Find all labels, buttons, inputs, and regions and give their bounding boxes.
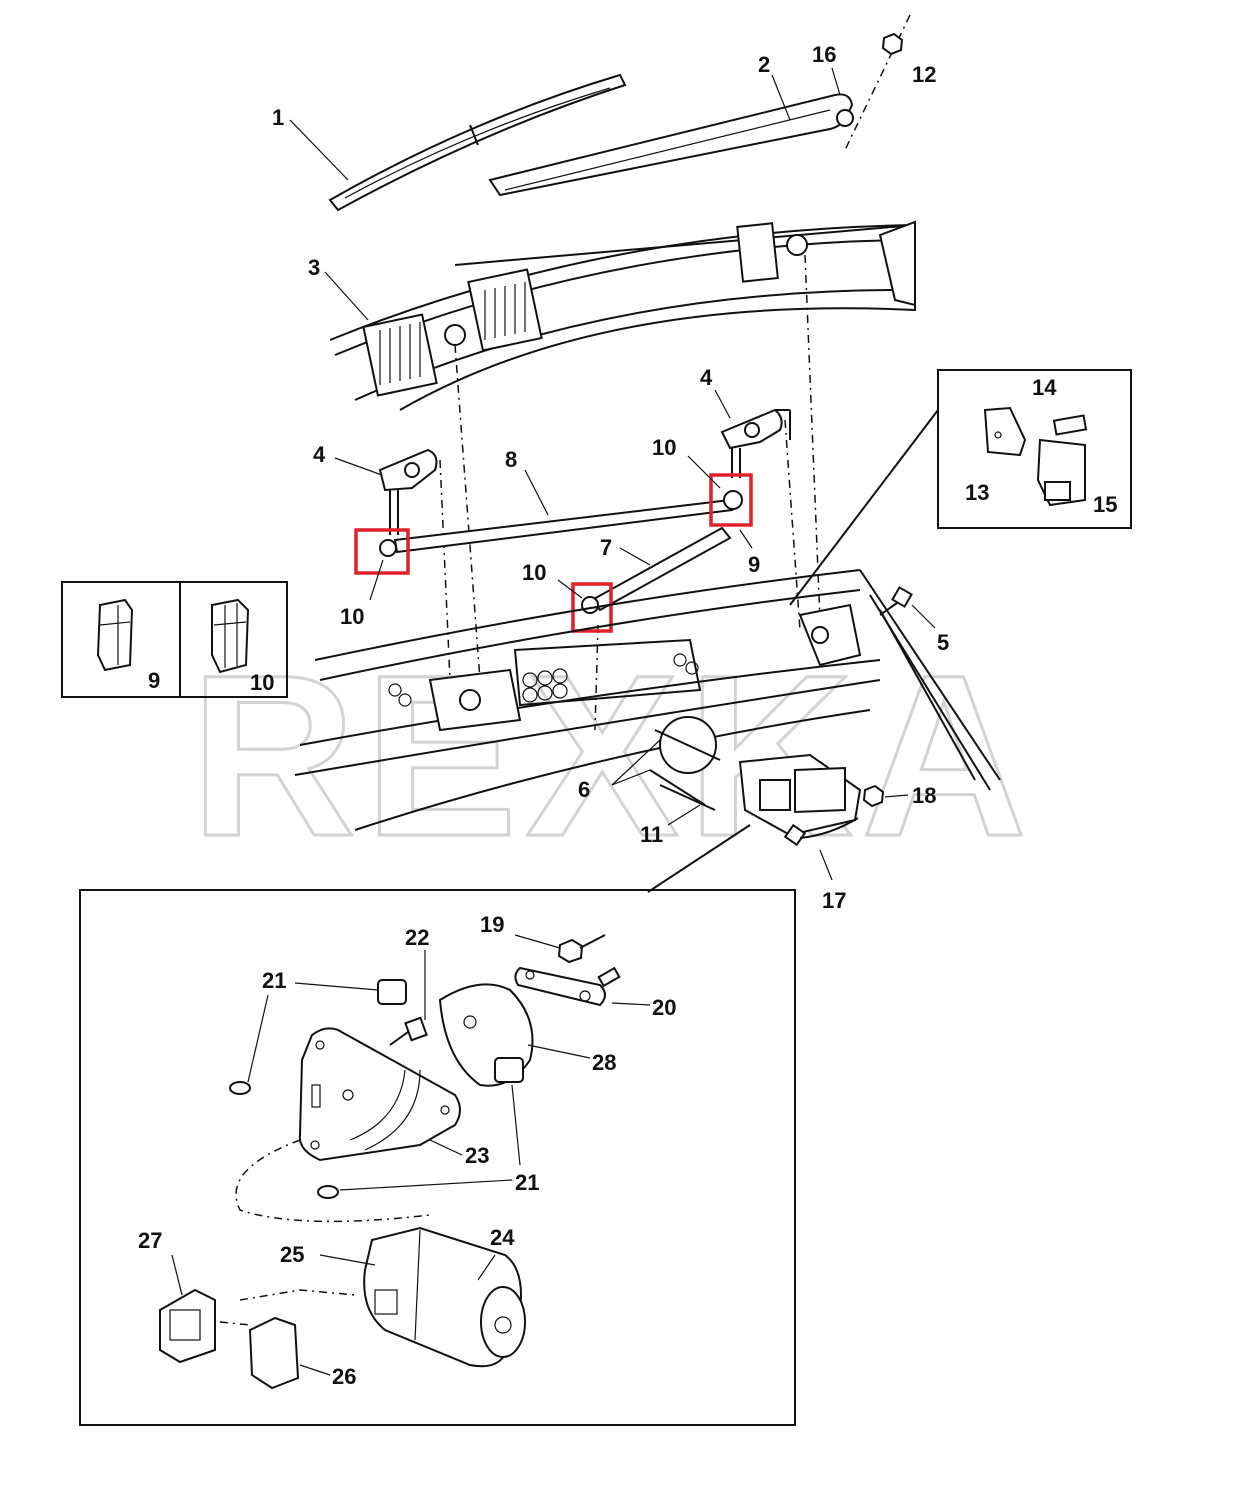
- pivot-right: [720, 408, 791, 478]
- callout-22: 22: [405, 925, 429, 950]
- highlight-box-left: [354, 528, 410, 575]
- callout-12: 12: [912, 62, 936, 87]
- leader-2: [771, 74, 791, 121]
- nut-12: [844, 14, 911, 151]
- motor-detail-box: [79, 824, 796, 1426]
- motor-assembly-mid: [649, 716, 862, 837]
- bushing-left: [379, 539, 397, 557]
- wiper-blade: [328, 73, 627, 212]
- leader-11: [667, 804, 701, 826]
- callout-3: 3: [308, 255, 320, 280]
- watermark-text: REXKA: [190, 627, 1035, 884]
- callout-23: 23: [465, 1143, 489, 1168]
- callout-27: 27: [138, 1228, 162, 1253]
- bushing-right: [723, 490, 743, 510]
- callout-21-bottom: 21: [515, 1170, 539, 1195]
- leader-1: [289, 119, 349, 181]
- nut-18: [862, 784, 885, 808]
- highlight-box-right: [709, 473, 753, 527]
- leader-4a: [334, 457, 383, 476]
- leader-16: [831, 67, 841, 96]
- callout-18: 18: [912, 783, 936, 808]
- highlight-box-center: [571, 582, 613, 633]
- callout-6: 6: [578, 777, 590, 802]
- leader-10c: [369, 559, 384, 601]
- leader-8: [524, 469, 549, 516]
- inset-bushings: [61, 581, 288, 698]
- link-rod-8: [393, 498, 734, 554]
- body-structure: [294, 569, 1001, 831]
- leader-6a: [611, 739, 661, 786]
- callout-16: 16: [812, 42, 836, 67]
- callout-8: 8: [505, 447, 517, 472]
- callout-11: 11: [640, 822, 663, 847]
- bolt-17: [783, 817, 859, 847]
- leader-17: [819, 849, 833, 881]
- leader-10b: [557, 579, 583, 599]
- callout-10-right: 10: [652, 435, 676, 460]
- callout-20: 20: [652, 995, 676, 1020]
- bushing-center: [581, 596, 599, 614]
- wiper-arm: [488, 93, 854, 197]
- callout-9: 9: [748, 552, 760, 577]
- callout-25: 25: [280, 1242, 304, 1267]
- callout-13: 13: [965, 480, 989, 505]
- callout-21-top: 21: [262, 968, 286, 993]
- leader-18: [884, 794, 909, 798]
- callout-19: 19: [480, 912, 504, 937]
- callout-17: 17: [822, 888, 846, 913]
- callout-7: 7: [600, 535, 612, 560]
- leader-9: [739, 529, 753, 549]
- callout-28: 28: [592, 1050, 616, 1075]
- leader-3: [324, 271, 369, 321]
- leader-4b: [714, 389, 731, 419]
- cowl-panel: [329, 220, 916, 411]
- callout-10-left: 10: [340, 604, 364, 629]
- callout-2: 2: [758, 52, 770, 77]
- pivot-left: [378, 448, 438, 535]
- inset-label-10: 10: [250, 670, 274, 695]
- bolt-5: [879, 586, 913, 616]
- callout-24: 24: [490, 1225, 515, 1250]
- callout-1: 1: [272, 105, 284, 130]
- callout-4b: 4: [700, 365, 713, 390]
- leader-6b: [611, 769, 651, 786]
- callout-26: 26: [332, 1364, 356, 1389]
- callout-15: 15: [1093, 492, 1117, 517]
- inset-relay: [789, 369, 1132, 606]
- leader-7: [619, 547, 651, 566]
- inset-label-9: 9: [148, 668, 160, 693]
- callout-10-center: 10: [522, 560, 546, 585]
- callout-5: 5: [937, 630, 949, 655]
- leader-10a: [687, 455, 721, 489]
- callout-14: 14: [1032, 375, 1057, 400]
- leader-5: [911, 604, 936, 629]
- callout-4a: 4: [313, 442, 326, 467]
